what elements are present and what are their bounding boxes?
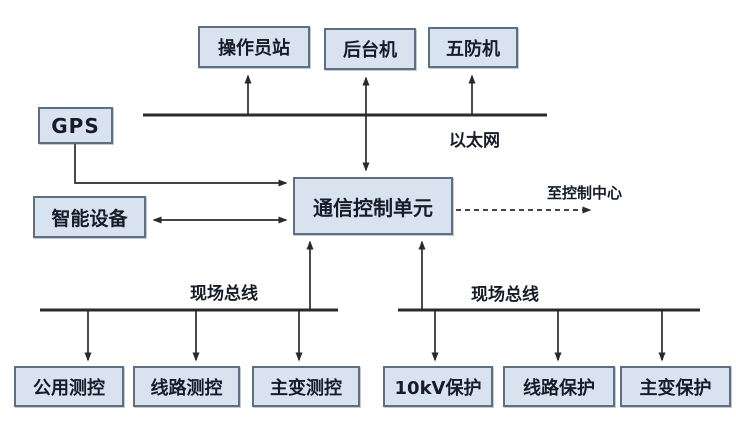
node-gps: GPS (38, 107, 113, 144)
label-ethernet: 以太网 (449, 131, 500, 151)
node-backend-machine: 后台机 (324, 28, 416, 70)
node-line-measure-control: 线路测控 (133, 366, 240, 407)
node-five-prevention-machine: 五防机 (428, 27, 518, 68)
node-operator-station: 操作员站 (198, 26, 310, 68)
node-10kv-protection: 10kV保护 (383, 366, 493, 407)
arrow-gps-to-comm-unit (74, 144, 288, 187)
label-field-bus-left: 现场总线 (190, 284, 258, 304)
label-to-control-center: 至控制中心 (547, 184, 623, 202)
node-main-transformer-protection: 主变保护 (620, 366, 731, 407)
label-field-bus-right: 现场总线 (471, 285, 539, 305)
node-comm-control-unit: 通信控制单元 (293, 177, 453, 235)
node-line-protection: 线路保护 (503, 366, 615, 407)
node-intelligent-device: 智能设备 (33, 196, 146, 238)
node-public-measure-control: 公用测控 (14, 366, 124, 407)
node-main-transformer-measure-control: 主变测控 (252, 366, 360, 407)
